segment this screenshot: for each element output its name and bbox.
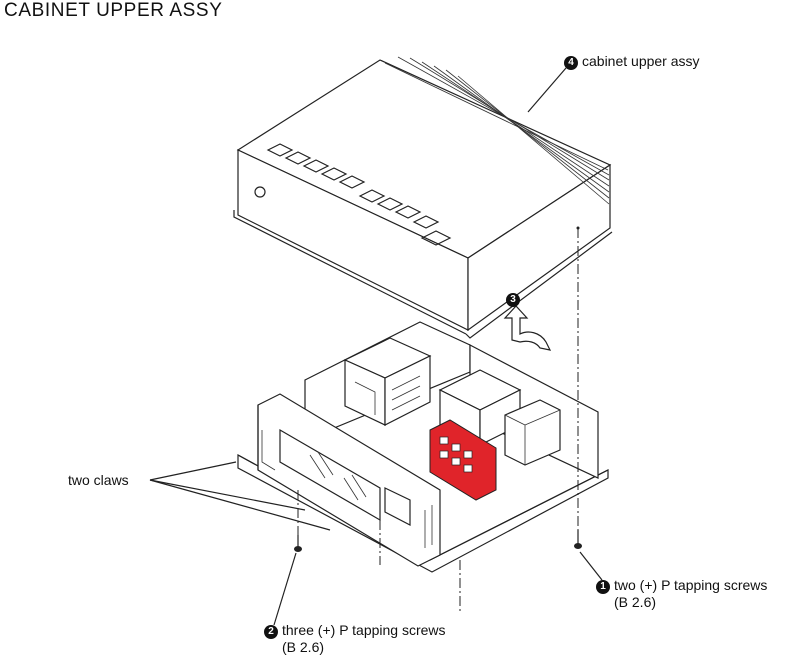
callout-number-2: 2	[264, 625, 278, 639]
callout-number-1: 1	[596, 580, 610, 594]
callout-sub-1: (B 2.6)	[614, 594, 657, 610]
callout-number-3: 3	[506, 293, 520, 307]
rotate-arrow-icon	[503, 305, 552, 351]
callout-screws-front: 2 three (+) P tapping screws (B 2.6)	[264, 622, 446, 656]
callout-number-4: 4	[564, 56, 578, 70]
callout-screws-right: 1 two (+) P tapping screws (B 2.6)	[596, 577, 767, 611]
callout-label-2: three (+) P tapping screws	[282, 622, 446, 638]
page-title: CABINET UPPER ASSY	[4, 0, 223, 21]
callout-claws: two claws	[68, 472, 129, 488]
highlight-board	[429, 419, 497, 501]
callout-step-3: 3	[506, 290, 524, 307]
cabinet-upper	[233, 56, 613, 339]
chassis	[237, 226, 609, 612]
callout-sub-2: (B 2.6)	[282, 639, 325, 655]
callout-label-1: two (+) P tapping screws	[614, 577, 768, 593]
callout-label-4: cabinet upper assy	[582, 53, 700, 69]
callout-cabinet-upper: 4 cabinet upper assy	[564, 53, 700, 70]
screw-icon	[294, 530, 582, 552]
